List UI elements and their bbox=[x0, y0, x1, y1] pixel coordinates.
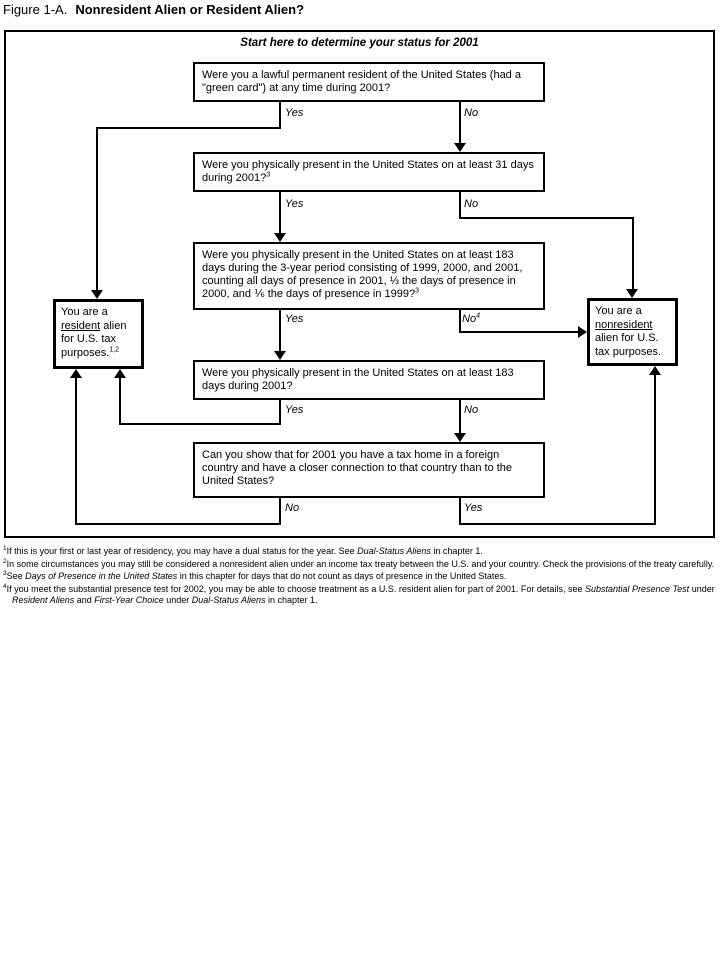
question-box-183-days-3-year: Were you physically present in the Unite… bbox=[193, 242, 545, 310]
connector-q3-no-down bbox=[459, 310, 461, 333]
footnote-4: 4If you meet the substantial presence te… bbox=[3, 582, 719, 607]
branch-label-q1-no: No bbox=[464, 107, 479, 119]
arrowhead-down-into-resident-top-icon bbox=[91, 290, 103, 299]
arrowhead-down-into-q5-icon bbox=[454, 433, 466, 442]
figure-caption: Figure 1-A. Nonresident Alien or Resident… bbox=[3, 2, 304, 17]
connector-q5-yes-to-nonresident bbox=[654, 374, 656, 525]
branch-label-q4-yes: Yes bbox=[285, 404, 304, 416]
connector-q2-no-down bbox=[459, 192, 461, 219]
figure-title: Nonresident Alien or Resident Alien? bbox=[75, 2, 305, 17]
result-box-nonresident: You are a nonresident alien for U.S. tax… bbox=[587, 298, 678, 366]
footnote-2: 2In some circumstances you may still be … bbox=[3, 557, 719, 571]
arrowhead-up-into-resident-bottom-right-icon bbox=[114, 369, 126, 378]
connector-q5-yes-across bbox=[459, 523, 656, 525]
arrowhead-down-into-nonresident-top-icon bbox=[626, 289, 638, 298]
branch-label-q4-no: No bbox=[464, 404, 479, 416]
footnote-4-text: If you meet the substantial presence tes… bbox=[6, 583, 715, 606]
arrowhead-down-into-q4-icon bbox=[274, 351, 286, 360]
connector-q1-yes-to-resident bbox=[96, 127, 98, 292]
connector-q2-no-to-nonresident bbox=[632, 217, 634, 291]
arrowhead-up-into-resident-bottom-left-icon bbox=[70, 369, 82, 378]
footnote-1-text: If this is your first or last year of re… bbox=[6, 546, 483, 556]
branch-label-q3-yes: Yes bbox=[285, 313, 304, 325]
footnote-3-marker: 3 bbox=[3, 570, 7, 577]
branch-label-q5-no: No bbox=[285, 502, 300, 514]
connector-q1-yes-down bbox=[279, 102, 281, 129]
connector-q2-yes-down bbox=[279, 192, 281, 235]
connector-q3-no-to-nonresident bbox=[459, 331, 580, 333]
question-box-183-days-2001: Were you physically present in the Unite… bbox=[193, 360, 545, 400]
connector-q4-yes-across bbox=[119, 423, 281, 425]
branch-label-q5-yes: Yes bbox=[464, 502, 483, 514]
arrowhead-down-into-q3-icon bbox=[274, 233, 286, 242]
arrowhead-down-into-q2-icon bbox=[454, 143, 466, 152]
footnote-1-marker: 1 bbox=[3, 545, 7, 552]
footnote-2-text: In some circumstances you may still be c… bbox=[6, 558, 715, 569]
connector-q1-no-down bbox=[459, 102, 461, 145]
result-box-resident: You are a resident alien for U.S. tax pu… bbox=[53, 299, 144, 369]
footnote-4-marker: 4 bbox=[3, 582, 7, 590]
footnote-3-text: See Days of Presence in the United State… bbox=[6, 571, 507, 581]
connector-q1-yes-across bbox=[96, 127, 281, 129]
flowchart-frame bbox=[4, 30, 715, 538]
connector-q3-yes-down bbox=[279, 310, 281, 353]
arrowhead-up-into-nonresident-bottom-icon bbox=[649, 366, 661, 375]
branch-label-q2-yes: Yes bbox=[285, 198, 304, 210]
connector-q5-yes-down bbox=[459, 498, 461, 525]
connector-q2-no-across bbox=[459, 217, 634, 219]
figure-number: Figure 1-A. bbox=[3, 2, 68, 17]
connector-q5-no-to-resident bbox=[75, 377, 77, 525]
question-box-31-days: Were you physically present in the Unite… bbox=[193, 152, 545, 192]
footnote-3: 3See Days of Presence in the United Stat… bbox=[3, 570, 719, 583]
question-box-green-card: Were you a lawful permanent resident of … bbox=[193, 62, 545, 102]
connector-q4-yes-to-resident bbox=[119, 377, 121, 425]
connector-q5-no-down bbox=[279, 498, 281, 525]
connector-q4-yes-down bbox=[279, 400, 281, 425]
branch-label-q2-no: No bbox=[464, 198, 479, 210]
footnote-2-marker: 2 bbox=[3, 557, 7, 565]
footnotes: 1If this is your first or last year of r… bbox=[3, 545, 719, 608]
footnote-1: 1If this is your first or last year of r… bbox=[3, 545, 719, 558]
start-instruction: Start here to determine your status for … bbox=[240, 37, 479, 49]
arrowhead-right-into-nonresident-side-icon bbox=[578, 326, 587, 338]
question-box-tax-home: Can you show that for 2001 you have a ta… bbox=[193, 442, 545, 498]
branch-label-q3-no: No4 bbox=[462, 312, 480, 325]
connector-q4-no-down bbox=[459, 400, 461, 435]
connector-q5-no-across bbox=[75, 523, 281, 525]
branch-label-q1-yes: Yes bbox=[285, 107, 304, 119]
